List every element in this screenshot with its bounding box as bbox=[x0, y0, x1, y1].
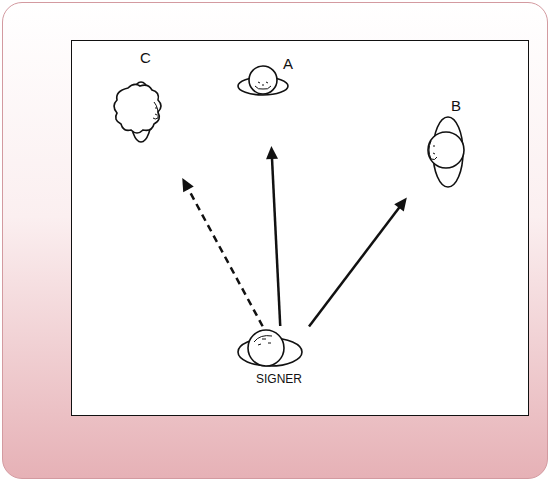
arrow-shaft bbox=[272, 157, 280, 326]
person-node: B bbox=[425, 98, 470, 190]
person-node: A bbox=[236, 54, 300, 100]
person-node: C bbox=[108, 48, 170, 148]
gaze-arrow bbox=[266, 146, 280, 326]
arrow-shaft bbox=[188, 188, 263, 327]
arrow-head bbox=[266, 146, 278, 159]
arrow-shaft bbox=[309, 206, 400, 326]
arrow-head bbox=[394, 198, 407, 212]
person-label: A bbox=[283, 56, 293, 73]
arrow-head bbox=[182, 178, 193, 192]
person-label: SIGNER bbox=[256, 373, 302, 386]
person-label: C bbox=[140, 50, 151, 67]
dashed-arrow bbox=[182, 178, 262, 326]
gaze-arrow bbox=[309, 198, 407, 327]
person-label: B bbox=[451, 98, 461, 115]
person-node: SIGNER bbox=[232, 328, 332, 396]
